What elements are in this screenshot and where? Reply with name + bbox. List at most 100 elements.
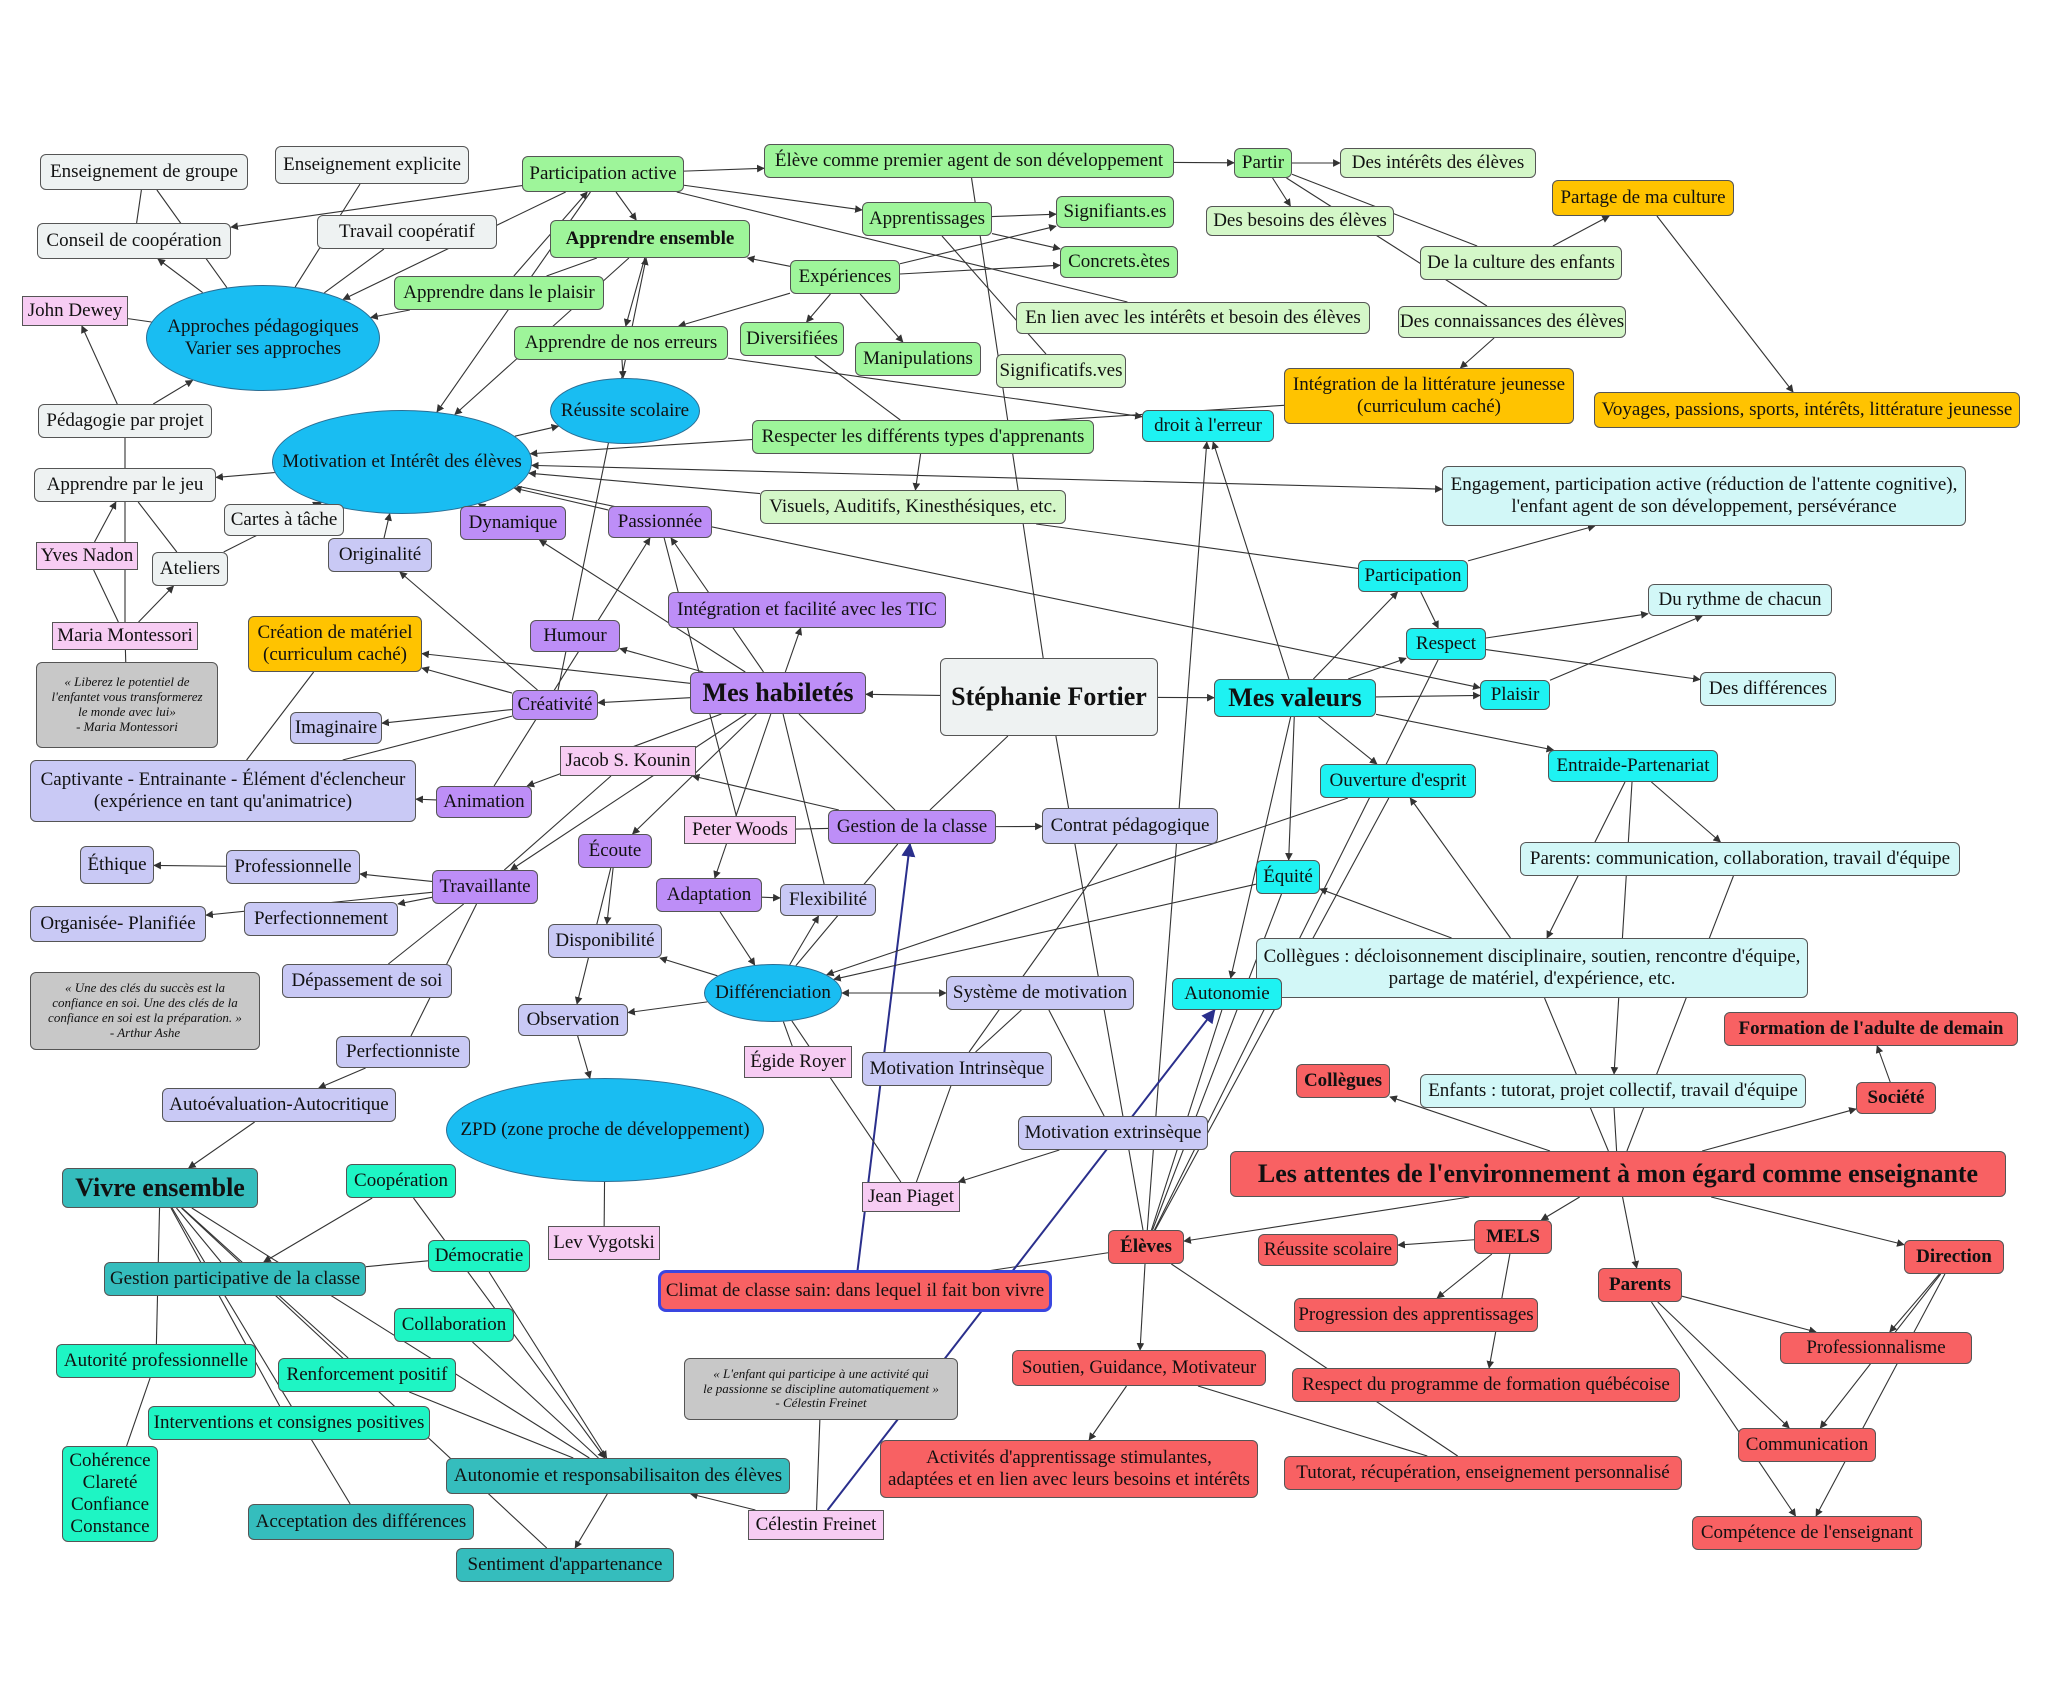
node-competence: Compétence de l'enseignant <box>1692 1516 1922 1550</box>
edge-renforcement-autonomie_resp <box>409 1391 574 1459</box>
node-visuels: Visuels, Auditifs, Kinesthésiques, etc. <box>760 490 1066 524</box>
edge-visuels-participation <box>1036 523 1359 569</box>
node-formation-adulte: Formation de l'adulte de demain <box>1724 1012 2018 1046</box>
edge-plaisir_app-approches <box>370 309 410 320</box>
node-communication: Communication <box>1738 1428 1876 1462</box>
node-coherence-line: Confiance <box>70 1494 150 1515</box>
edge-att-enfants <box>1613 1107 1618 1152</box>
edge-montessori-ateliers <box>138 585 175 623</box>
edge-part_active-conseil <box>230 185 523 230</box>
node-voyages: Voyages, passions, sports, intérêts, lit… <box>1594 392 2020 428</box>
node-motiv-intr: Motivation Intrinsèque <box>862 1052 1052 1086</box>
node-ouverture: Ouverture d'esprit <box>1320 764 1476 798</box>
edge-mh-integ_tic <box>784 627 803 673</box>
node-reussite-sco: Réussite scolaire <box>550 378 700 444</box>
edge-mv-participation <box>1312 591 1399 680</box>
edge-autorite-coherence <box>126 1377 151 1447</box>
node-activites: Activités d'apprentissage stimulantes,ad… <box>880 1440 1258 1498</box>
node-quote-ashe-line: - Arthur Ashe <box>109 1024 181 1040</box>
edge-participation-respect <box>1420 591 1439 629</box>
node-conseil: Conseil de coopération <box>37 223 231 259</box>
edge-nadon-montessori <box>93 569 119 623</box>
node-autonomie: Autonomie <box>1172 978 1282 1010</box>
edge-soutien-tutorat <box>1197 1385 1428 1457</box>
edge-part_active-eleve_agent <box>683 164 765 173</box>
node-quote-montessori-line: - Maria Montessori <box>76 718 178 734</box>
edge-respect-differences <box>1485 649 1701 683</box>
edge-adaptation-flexibilite <box>761 893 781 902</box>
node-connaissances: Des connaissances des élèves <box>1398 306 1626 338</box>
node-creation-mat: Création de matériel(curriculum caché) <box>248 616 422 672</box>
edge-differenciation-observation <box>627 1001 708 1016</box>
edge-ecoute-disponibilite <box>603 867 614 925</box>
edge-mh-gestion_classe <box>798 713 896 811</box>
edge-dynamique-motivation <box>477 503 487 511</box>
edge-erreurs-droit_erreur <box>727 357 1143 420</box>
edge-diversifiees-respecter_types <box>814 355 901 421</box>
edge-experiences-concrets <box>899 261 1061 275</box>
node-culture-enfants: De la culture des enfants <box>1420 246 1622 280</box>
node-apprentissages: Apprentissages <box>862 202 992 236</box>
node-coherence-line: Clareté <box>82 1472 138 1494</box>
edge-app_ensemble-plaisir_app <box>546 257 598 277</box>
node-app-jeu: Apprendre par le jeu <box>34 468 216 502</box>
edge-motiv_extr-piaget <box>957 1149 1060 1184</box>
node-creation-mat-line: (curriculum caché) <box>263 644 407 665</box>
edge-partir-connaissances <box>1286 177 1488 307</box>
edge-contrat-motiv_intr <box>968 843 1118 1053</box>
node-rythme: Du rythme de chacun <box>1648 584 1832 616</box>
node-entraide: Entraide-Partenariat <box>1548 750 1718 782</box>
edge-motivation-app_jeu <box>215 472 275 481</box>
node-ped-projet: Pédagogie par projet <box>38 404 212 438</box>
node-parents: Parents <box>1598 1268 1682 1302</box>
node-erreurs: Apprendre de nos erreurs <box>514 326 728 360</box>
edge-parents-communication <box>1657 1301 1790 1429</box>
node-ens-groupe: Enseignement de groupe <box>40 154 248 190</box>
node-passionnee: Passionnée <box>608 506 712 538</box>
edge-eleves-ouverture <box>1154 797 1390 1231</box>
node-systeme-motiv: Système de motivation <box>946 976 1134 1010</box>
node-integ-litt: Intégration de la littérature jeunesse(c… <box>1284 368 1574 424</box>
node-soutien: Soutien, Guidance, Motivateur <box>1012 1350 1266 1386</box>
edge-soutien-activites <box>1088 1385 1127 1441</box>
node-collegues-decl-line: partage de matériel, d'expérience, etc. <box>1388 968 1676 989</box>
node-enfants: Enfants : tutorat, projet collectif, tra… <box>1420 1074 1806 1108</box>
edge-motivation-engagement <box>530 461 1443 493</box>
edge-creativite-captivante <box>342 715 513 761</box>
edge-collegues_decl-equite <box>1319 887 1452 939</box>
edge-societe-formation_adulte <box>1875 1045 1891 1083</box>
node-integ-litt-line: (curriculum caché) <box>1357 396 1501 417</box>
node-ens-explicite: Enseignement explicite <box>275 146 469 184</box>
edge-mh-adaptation <box>713 713 772 879</box>
node-zpd: ZPD (zone proche de développement) <box>446 1078 764 1182</box>
edge-mh-flexibilite <box>782 713 825 885</box>
node-appartenance: Sentiment d'appartenance <box>456 1548 674 1582</box>
node-woods: Peter Woods <box>684 816 796 844</box>
node-professionnelle: Professionnelle <box>226 850 360 884</box>
node-autonomie-resp: Autonomie et responsabilisaiton des élèv… <box>446 1458 790 1494</box>
edge-part_active-lien_interets <box>676 191 1128 303</box>
node-cartes: Cartes à tâche <box>224 504 344 536</box>
edge-ve-acceptation <box>171 1207 351 1505</box>
node-nadon: Yves Nadon <box>36 542 138 570</box>
node-freinet: Célestin Freinet <box>748 1510 884 1540</box>
node-droit-erreur: droit à l'erreur <box>1142 410 1274 442</box>
node-ecoute: Écoute <box>578 834 652 868</box>
edge-differenciation-disponibilite <box>659 956 718 977</box>
edge-part_active-apprentissages <box>683 184 863 213</box>
edge-entraide-parents_comm <box>1651 781 1722 843</box>
edge-autonomie_resp-appartenance <box>574 1493 608 1549</box>
edge-eleves-climat <box>980 1252 1109 1273</box>
node-quote-freinet-line: - Célestin Freinet <box>775 1395 867 1411</box>
node-collegues-decl: Collègues : décloisonnement disciplinair… <box>1256 938 1808 998</box>
edge-differenciation-flexibilite <box>789 915 820 966</box>
edge-eleves-soutien <box>1136 1263 1146 1351</box>
node-approches-line: Approches pédagogiques <box>167 316 359 338</box>
edge-freinet-autonomie <box>826 1008 1216 1511</box>
node-part-active: Participation active <box>522 156 684 192</box>
edge-originalite-motivation <box>383 513 392 539</box>
edge-visuels-motivation <box>528 469 761 495</box>
edge-eleves-tutorat <box>1171 1263 1458 1457</box>
